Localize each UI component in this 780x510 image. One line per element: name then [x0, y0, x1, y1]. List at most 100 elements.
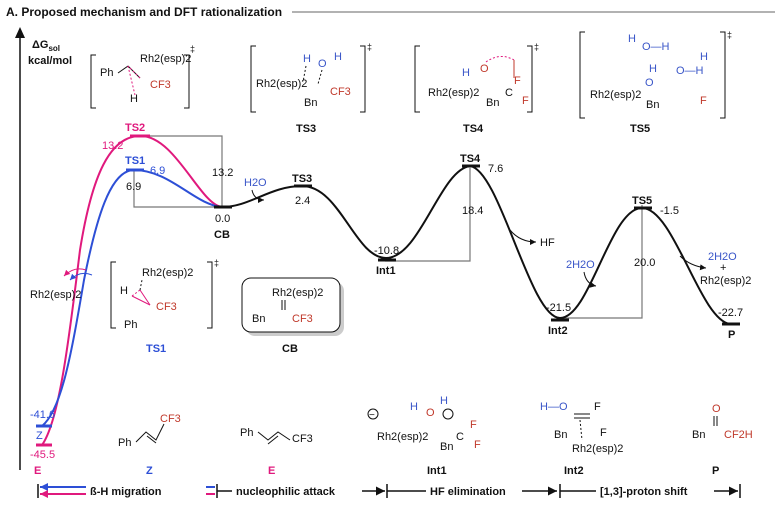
svg-text:O: O — [645, 77, 654, 89]
y-axis-label: ΔGsol — [32, 39, 60, 53]
svg-text:CF3: CF3 — [150, 79, 171, 91]
label-int2: Int2 — [548, 325, 568, 337]
stage-label-proton: [1,3]-proton shift — [600, 486, 688, 498]
ts2-structure: ‡ Ph Rh2(esp)2 CF3 H — [90, 44, 195, 109]
svg-text:Rh2(esp)2: Rh2(esp)2 — [256, 78, 307, 90]
energy-e: -45.5 — [30, 449, 55, 461]
svg-text:Rh2(esp)2: Rh2(esp)2 — [272, 287, 323, 299]
energy-int2: -21.5 — [546, 302, 571, 314]
stage-label-hf: HF elimination — [430, 486, 506, 498]
svg-text:CF3: CF3 — [156, 301, 177, 313]
svg-text:O—H: O—H — [642, 41, 670, 53]
svg-text:CF3: CF3 — [330, 86, 351, 98]
svg-text:TS3: TS3 — [296, 123, 316, 135]
label-e-level: E — [34, 465, 41, 477]
y-axis-arrow-icon — [15, 27, 25, 38]
svg-text:O: O — [318, 58, 327, 70]
e-alkene-structure: Ph CF3 E — [240, 427, 313, 477]
barrier-ts4: 18.4 — [462, 205, 483, 217]
svg-text:F: F — [700, 95, 707, 107]
svg-text:Rh2(esp)2: Rh2(esp)2 — [140, 53, 191, 65]
svg-text:H: H — [303, 53, 311, 65]
energy-ts3: 2.4 — [295, 195, 310, 207]
svg-text:Bn: Bn — [486, 97, 499, 109]
z-alkene-structure: Ph CF3 Z — [118, 413, 181, 477]
int2-structure: H—O F F Bn Rh2(esp)2 Int2 — [540, 401, 623, 477]
svg-text:CF2H: CF2H — [724, 429, 753, 441]
label-z-level: Z — [36, 430, 43, 442]
plus-label: + — [720, 262, 726, 274]
svg-text:Bn: Bn — [692, 429, 705, 441]
svg-text:‡: ‡ — [727, 30, 732, 40]
svg-text:CF3: CF3 — [292, 433, 313, 445]
svg-text:H: H — [700, 51, 708, 63]
profile-ts1-path — [41, 168, 223, 427]
barrier-ts1: 6.9 — [126, 181, 141, 193]
label-p: P — [728, 329, 735, 341]
svg-text:Ph: Ph — [118, 437, 131, 449]
rh-left-label: Rh2(esp)2 — [30, 289, 81, 301]
label-int1: Int1 — [376, 265, 396, 277]
label-cb: CB — [214, 229, 230, 241]
svg-text:H: H — [462, 67, 470, 79]
svg-text:Ph: Ph — [124, 319, 137, 331]
ts5-structure: ‡ O—H H O—H H O H Rh2(esp)2 Bn F TS5 — [579, 30, 732, 135]
svg-text:Ph: Ph — [100, 67, 113, 79]
svg-text:H: H — [120, 285, 128, 297]
h2o-out-label: 2H2O — [708, 251, 737, 263]
p-structure: O Bn CF2H P — [692, 403, 753, 477]
y-axis-unit: kcal/mol — [28, 55, 72, 67]
energy-ts5: -1.5 — [660, 205, 679, 217]
h2o-in-2-arrow — [583, 271, 597, 288]
rh-release-blue-arrow — [69, 272, 93, 281]
svg-text:TS4: TS4 — [463, 123, 484, 135]
svg-text:F: F — [514, 75, 521, 87]
svg-text:P: P — [712, 465, 719, 477]
svg-text:Rh2(esp)2: Rh2(esp)2 — [428, 87, 479, 99]
svg-text:Rh2(esp)2: Rh2(esp)2 — [377, 431, 428, 443]
level-bars — [36, 134, 740, 447]
svg-text:Bn: Bn — [440, 441, 453, 453]
products-arrow — [679, 255, 707, 271]
svg-text:E: E — [268, 465, 275, 477]
h2o-in-2-label: 2H2O — [566, 259, 595, 271]
svg-text:C: C — [505, 87, 513, 99]
svg-text:C: C — [456, 431, 464, 443]
label-ts2: TS2 — [125, 122, 145, 134]
energy-ts4: 7.6 — [488, 163, 503, 175]
stage-label-bh: ß-H migration — [90, 486, 162, 498]
svg-text:Bn: Bn — [304, 97, 317, 109]
svg-text:CB: CB — [282, 343, 298, 355]
svg-text:H: H — [130, 93, 138, 105]
svg-text:‡: ‡ — [214, 258, 219, 268]
svg-text:Ph: Ph — [240, 427, 253, 439]
ts3-structure: ‡ H O H Rh2(esp)2 Bn CF3 TS3 — [250, 42, 372, 135]
ts1-structure: ‡ Rh2(esp)2 H CF3 Ph TS1 — [110, 258, 219, 355]
svg-text:CF3: CF3 — [160, 413, 181, 425]
hf-out-arrow — [509, 229, 537, 245]
hf-out-label: HF — [540, 237, 555, 249]
svg-text:F: F — [474, 439, 481, 451]
svg-text:−: − — [369, 410, 375, 421]
ts4-structure: ‡ H O Rh2(esp)2 Bn C F F TS4 — [414, 42, 539, 135]
h2o-in-arrow — [251, 189, 265, 203]
svg-text:F: F — [594, 401, 601, 413]
energy-ts1: 6.9 — [150, 165, 165, 177]
svg-text:Z: Z — [146, 465, 153, 477]
barrier-ts5: 20.0 — [634, 257, 655, 269]
int1-structure: − H O H Rh2(esp)2 Bn C F F Int1 — [367, 395, 481, 477]
svg-text:Rh2(esp)2: Rh2(esp)2 — [142, 267, 193, 279]
svg-text:Bn: Bn — [252, 313, 265, 325]
energy-int1: -10.8 — [374, 245, 399, 257]
svg-text:Bn: Bn — [554, 429, 567, 441]
section-title: A. Proposed mechanism and DFT rationaliz… — [6, 5, 282, 19]
svg-text:F: F — [470, 419, 477, 431]
cb-structure: Rh2(esp)2 Bn CF3 CB — [241, 277, 344, 355]
svg-text:O: O — [712, 403, 721, 415]
svg-text:Int1: Int1 — [427, 465, 447, 477]
barrier-ts2: 13.2 — [212, 167, 233, 179]
svg-text:H: H — [440, 395, 448, 407]
svg-text:F: F — [522, 95, 529, 107]
svg-text:Rh2(esp)2: Rh2(esp)2 — [572, 443, 623, 455]
